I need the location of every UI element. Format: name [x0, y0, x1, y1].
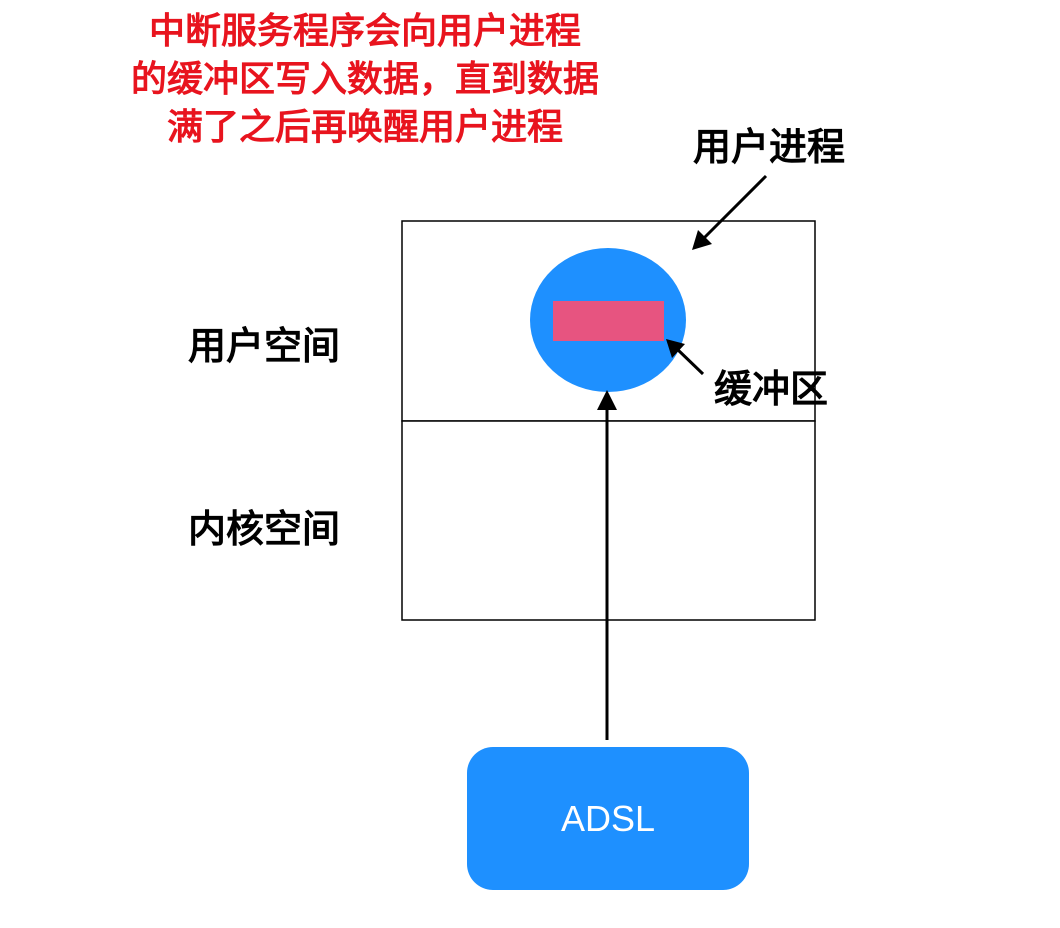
arrow-head: [666, 339, 685, 358]
user-process-pointer: [700, 174, 768, 242]
annotation-line: 的缓冲区写入数据，直到数据: [130, 59, 599, 100]
buffer-label: 缓冲区: [714, 367, 829, 411]
annotation-line: 满了之后再唤醒用户进程: [166, 107, 563, 148]
adsl-device: ADSL: [467, 747, 749, 890]
arrow-head: [597, 390, 617, 410]
adsl-label: ADSL: [560, 797, 656, 839]
annotation-line: 中断服务程序会向用户进程: [148, 11, 581, 52]
kernel-space-label: 内核空间: [188, 507, 341, 551]
user-process-label: 用户进程: [693, 125, 846, 169]
buffer-pointer: [674, 346, 705, 376]
buffer-rect: [553, 301, 664, 341]
user-space-label: 用户空间: [188, 324, 341, 368]
arrow-head: [692, 230, 712, 250]
annotation-text: 中断服务程序会向用户进程 的缓冲区写入数据，直到数据 满了之后再唤醒用户进程: [40, 8, 690, 152]
